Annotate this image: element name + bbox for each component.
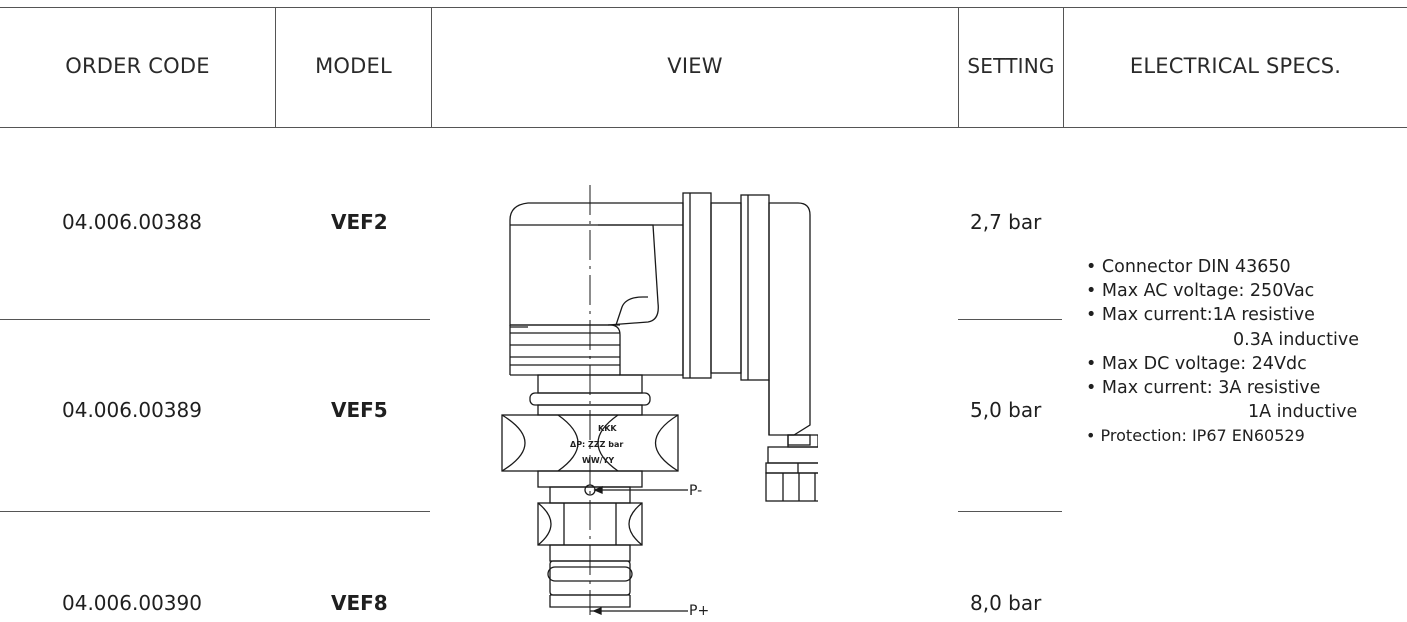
- order-code-cell: 04.006.00389: [62, 398, 202, 422]
- body-marking-date: WW/YY: [582, 456, 614, 465]
- row-separator: [0, 319, 430, 320]
- header-separator: [1063, 7, 1064, 128]
- spec-max-current-ac: Max current:1A resistive: [1086, 303, 1359, 327]
- setting-cell: 2,7 bar: [970, 210, 1042, 234]
- model-cell: VEF8: [331, 591, 388, 615]
- electrical-specs-list: Connector DIN 43650 Max AC voltage: 250V…: [1086, 255, 1359, 449]
- order-code-cell: 04.006.00388: [62, 210, 202, 234]
- spec-max-current-dc: Max current: 3A resistive: [1086, 376, 1359, 400]
- port-plus-label: P+: [689, 603, 709, 615]
- setting-cell: 8,0 bar: [970, 591, 1042, 615]
- model-cell: VEF5: [331, 398, 388, 422]
- header-view: VIEW: [667, 54, 723, 78]
- pressure-switch-drawing: KKK ΔP: ZZZ bar WW/YY P- P+: [498, 185, 833, 619]
- spec-connector: Connector DIN 43650: [1086, 255, 1359, 279]
- spec-max-current-ac-inductive: 0.3A inductive: [1233, 329, 1359, 350]
- spec-max-ac-voltage: Max AC voltage: 250Vac: [1086, 279, 1359, 303]
- header-separator: [275, 7, 276, 128]
- row-separator: [0, 511, 430, 512]
- header-separator: [958, 7, 959, 128]
- spec-max-current-dc-inductive: 1A inductive: [1248, 402, 1358, 423]
- port-minus-label: P-: [689, 483, 702, 499]
- header-electrical-specs: ELECTRICAL SPECS.: [1129, 54, 1342, 78]
- model-cell: VEF2: [331, 210, 388, 234]
- header-model: MODEL: [315, 54, 392, 78]
- order-code-cell: 04.006.00390: [62, 591, 202, 615]
- header-setting: SETTING: [967, 54, 1055, 78]
- header-order-code: ORDER CODE: [65, 54, 210, 78]
- spec-protection: Protection: IP67 EN60529: [1086, 424, 1359, 448]
- spec-max-dc-voltage: Max DC voltage: 24Vdc: [1086, 352, 1359, 376]
- row-separator: [958, 511, 1062, 512]
- header-separator: [431, 7, 432, 128]
- row-separator: [958, 319, 1062, 320]
- setting-cell: 5,0 bar: [970, 398, 1042, 422]
- body-marking-kkk: KKK: [598, 424, 617, 433]
- header-bottom-rule: [0, 127, 1407, 128]
- body-marking-dp: ΔP: ZZZ bar: [570, 440, 623, 449]
- header-top-rule: [0, 7, 1407, 8]
- pressure-switch-svg: KKK ΔP: ZZZ bar WW/YY P- P+: [501, 185, 833, 619]
